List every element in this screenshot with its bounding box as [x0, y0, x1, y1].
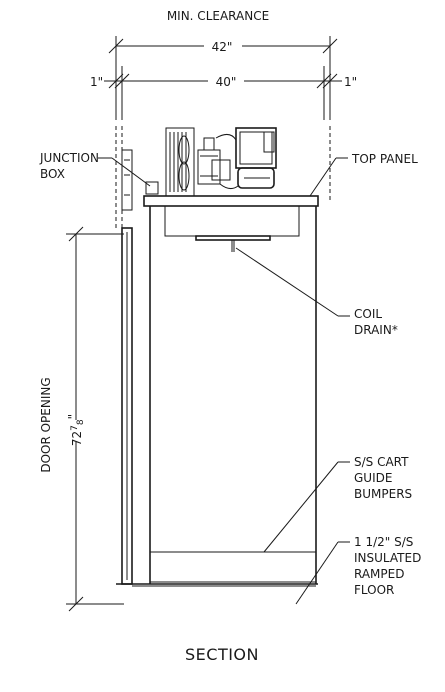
section-caption: SECTION	[185, 645, 259, 664]
svg-text:BOX: BOX	[40, 167, 65, 181]
door-opening-dimension: 7278" DOOR OPENING	[39, 226, 124, 612]
svg-text:GUIDE: GUIDE	[354, 471, 392, 485]
svg-text:DRAIN*: DRAIN*	[354, 323, 398, 337]
top-panel-callout: TOP PANEL	[309, 152, 418, 197]
svg-text:INSULATED: INSULATED	[354, 551, 421, 565]
overall-width-dimension: 42"	[108, 36, 338, 120]
condensing-unit	[145, 127, 277, 197]
svg-text:RAMPED: RAMPED	[354, 567, 404, 581]
floor-callout: 1 1/2" S/S INSULATED RAMPED FLOOR	[295, 535, 421, 605]
interior-width-value: 40"	[216, 75, 237, 89]
coil-drain-callout: COIL DRAIN*	[235, 247, 398, 337]
overall-width-value: 42"	[212, 40, 233, 54]
svg-text:S/S CART: S/S CART	[354, 455, 409, 469]
door-opening-label: DOOR OPENING	[39, 377, 53, 472]
right-clearance-value: 1"	[344, 75, 357, 89]
left-clearance-value: 1"	[90, 75, 103, 89]
svg-text:BUMPERS: BUMPERS	[354, 487, 412, 501]
svg-text:1 1/2" S/S: 1 1/2" S/S	[354, 535, 413, 549]
min-clearance-label: MIN. CLEARANCE	[167, 9, 269, 23]
door-height-value: 7278"	[66, 414, 86, 446]
svg-text:COIL: COIL	[354, 307, 382, 321]
cart-guide-callout: S/S CART GUIDE BUMPERS	[263, 455, 412, 553]
junction-box-callout: JUNCTION BOX	[39, 151, 151, 187]
interior-width-dimension: 40" 1" 1"	[90, 66, 357, 120]
svg-text:TOP PANEL: TOP PANEL	[351, 152, 418, 166]
svg-text:FLOOR: FLOOR	[354, 583, 394, 597]
cabinet-section	[115, 126, 331, 587]
svg-text:JUNCTION: JUNCTION	[39, 151, 99, 165]
